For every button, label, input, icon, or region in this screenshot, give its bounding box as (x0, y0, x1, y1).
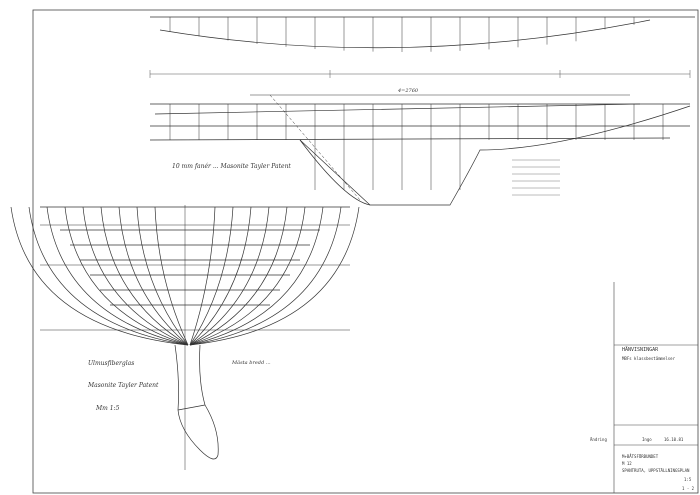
sheet-border (32, 9, 699, 494)
organization-name: M+BÅTSFÖRBUNDET (622, 454, 659, 459)
body-section-curve-right (189, 206, 288, 346)
offsets-table (512, 159, 560, 196)
sheet-number: 1 - 2 (682, 486, 695, 491)
body-section-curve-left (118, 206, 189, 346)
body-section-curve-right (189, 206, 306, 346)
class-code: M 12 (622, 461, 632, 466)
body-section-curve-right (189, 206, 360, 346)
body-section-curve-left (10, 206, 189, 346)
deck-note: 10 mm fanér ... Masonite Tayler Patent (172, 163, 291, 170)
body-section-curve-right (189, 206, 342, 346)
body-section-curve-right (189, 206, 270, 346)
body-section-curve-left (100, 206, 189, 346)
body-section-curve-right (189, 206, 216, 346)
dimension-row-top (149, 70, 691, 78)
title-block: HÄNVISNINGAR MBFs klassbestämmelser Ändr… (590, 282, 698, 492)
body-section-curve-left (154, 206, 189, 346)
body-plan-view (10, 205, 360, 470)
midship-note-1: Ulmusfiberglas (88, 360, 135, 367)
body-section-curve-left (64, 206, 189, 346)
body-section-curve-left (28, 206, 189, 346)
scale-note: Mm 1:5 (96, 405, 120, 412)
revision-date: 16.10.81 (664, 437, 684, 442)
body-section-curve-right (189, 206, 252, 346)
drawing-title: SPANTRUTA, UPPSTÄLLNINGSPLAN (622, 468, 690, 473)
bottom-note: Mästa bredd ... (232, 360, 271, 366)
dim-main-label: 4=2760 (398, 88, 419, 94)
body-section-curve-right (189, 206, 324, 346)
revision-by: Ingo (642, 437, 652, 442)
body-section-curve-left (46, 206, 189, 346)
profile-view (149, 94, 691, 206)
midship-note-2: Masonite Tayler Patent (88, 382, 159, 389)
scale-value: 1:5 (684, 477, 692, 482)
title-section-heading: HÄNVISNINGAR (622, 347, 659, 353)
title-section-sub: MBFs klassbestämmelser (622, 356, 675, 361)
title-block-frame (613, 282, 698, 493)
revision-label: Ändring (590, 437, 607, 442)
deck-plan-view (150, 16, 695, 52)
body-section-curve-left (136, 206, 189, 346)
